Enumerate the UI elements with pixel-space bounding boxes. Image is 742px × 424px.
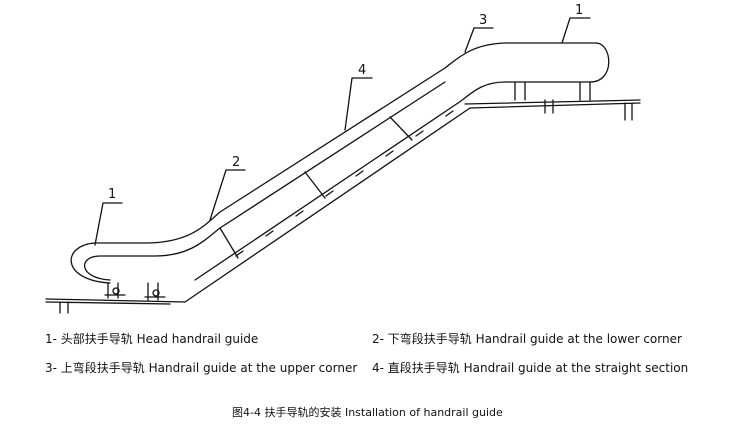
handrail-inner-incline	[219, 81, 446, 229]
leader-line-1-right	[561, 17, 591, 44]
rail-clip-2	[265, 230, 274, 237]
rail-clip-3	[295, 210, 304, 217]
handrail-inner-profile	[83, 227, 221, 281]
leader-line-2	[209, 169, 246, 221]
upper-support-bracket	[514, 81, 591, 114]
legend-item-3: 3- 上弯段扶手导轨 Handrail guide at the upper c…	[45, 361, 358, 375]
lower-support-bolt	[112, 287, 120, 295]
callout-straight: 4	[358, 63, 366, 78]
legend-item-4: 4- 直段扶手导轨 Handrail guide at the straight…	[372, 361, 689, 375]
figure-caption: 图4-4 扶手导轨的安装 Installation of handrail gu…	[232, 406, 503, 419]
rail-clip-6	[385, 150, 394, 157]
rail-clip-7	[415, 130, 424, 137]
section-mark-2	[304, 171, 326, 199]
legend-item-1: 1- 头部扶手导轨 Head handrail guide	[45, 332, 259, 346]
leader-line-4	[344, 77, 373, 131]
section-mark-1	[219, 227, 239, 259]
leader-line-1-left	[94, 202, 123, 246]
section-mark-3	[389, 116, 413, 141]
leader-line-3	[464, 27, 494, 53]
callout-head-left: 1	[108, 187, 116, 202]
rail-clip-4	[325, 190, 334, 197]
rail-clip-8	[445, 110, 454, 117]
incline-rail-bottom	[184, 107, 471, 303]
callout-head-right: 1	[575, 3, 583, 18]
incline-rail-top	[194, 102, 459, 281]
callout-lower-corner: 2	[232, 155, 240, 170]
legend-item-2: 2- 下弯段扶手导轨 Handrail guide at the lower c…	[372, 332, 682, 346]
callout-upper-corner: 3	[479, 13, 487, 28]
handrail-outer-profile	[70, 42, 610, 284]
rail-clip-1	[235, 250, 244, 257]
lower-support-bolt-2	[152, 289, 160, 297]
lower-truss-plate	[45, 298, 186, 314]
rail-clip-5	[355, 170, 364, 177]
lower-support-bracket	[104, 282, 166, 301]
